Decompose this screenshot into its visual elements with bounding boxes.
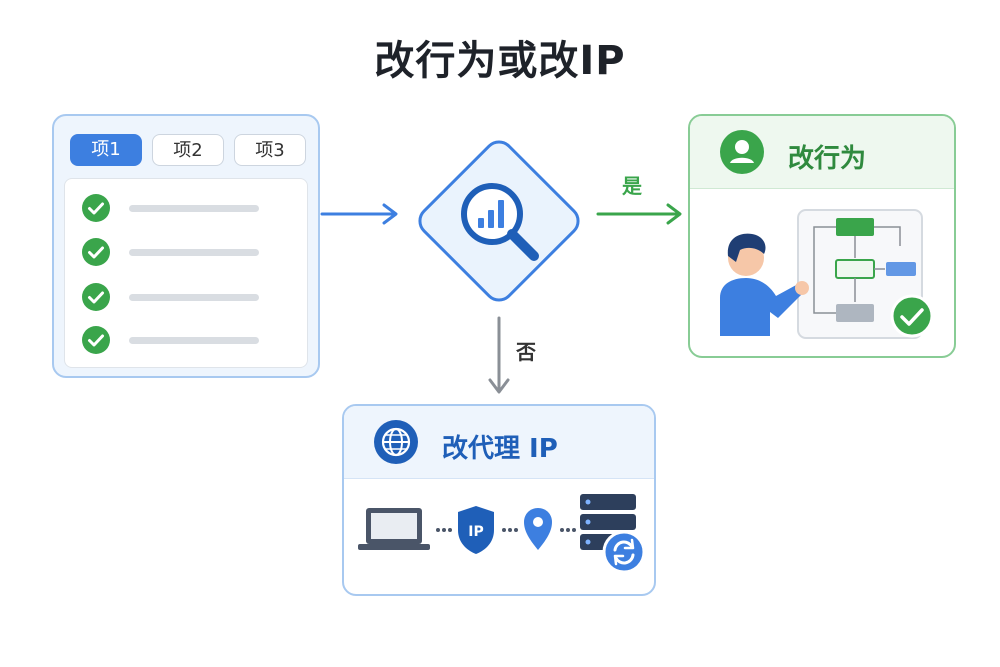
decision-diamond bbox=[418, 140, 580, 302]
change-proxy-ip-card: 改代理 IP IP bbox=[342, 404, 656, 596]
refresh-icon bbox=[602, 530, 646, 574]
check-circle-icon bbox=[82, 194, 110, 222]
check-circle-icon bbox=[82, 326, 110, 354]
list-item bbox=[81, 193, 291, 223]
checklist-card: 项1 项2 项3 bbox=[52, 114, 320, 378]
checklist-panel bbox=[64, 178, 308, 368]
arrow-to-decision bbox=[320, 203, 398, 225]
yes-label: 是 bbox=[622, 174, 642, 198]
list-item bbox=[81, 282, 291, 312]
change-behavior-card: 改行为 bbox=[688, 114, 956, 358]
proxy-card-title: 改代理 IP bbox=[442, 434, 558, 464]
list-item-placeholder-bar bbox=[129, 249, 259, 256]
location-pin-icon bbox=[524, 508, 552, 550]
tab-item-2[interactable]: 项2 bbox=[152, 134, 224, 166]
globe-icon bbox=[374, 420, 418, 464]
behavior-card-header: 改行为 bbox=[690, 116, 954, 189]
no-label: 否 bbox=[516, 340, 536, 364]
analytics-magnifier-icon bbox=[461, 183, 539, 261]
page-title: 改行为或改IP bbox=[374, 38, 626, 84]
shield-icon: IP bbox=[458, 506, 494, 554]
shield-ip-text: IP bbox=[468, 524, 483, 540]
behavior-card-title: 改行为 bbox=[788, 144, 867, 174]
user-icon bbox=[720, 130, 764, 174]
list-item bbox=[81, 237, 291, 267]
list-item-placeholder-bar bbox=[129, 337, 259, 344]
list-item bbox=[81, 325, 291, 355]
arrow-yes bbox=[596, 203, 682, 225]
laptop-icon bbox=[358, 508, 430, 550]
check-circle-icon bbox=[82, 283, 110, 311]
check-circle-icon bbox=[82, 238, 110, 266]
list-item-placeholder-bar bbox=[129, 294, 259, 301]
proxy-card-header: 改代理 IP bbox=[344, 406, 654, 479]
person-flowchart-illustration bbox=[720, 209, 934, 339]
tab-item-1[interactable]: 项1 bbox=[70, 134, 142, 166]
list-item-placeholder-bar bbox=[129, 205, 259, 212]
tab-item-3[interactable]: 项3 bbox=[234, 134, 306, 166]
network-chain-illustration: IP bbox=[358, 494, 646, 574]
arrow-no bbox=[488, 316, 510, 394]
